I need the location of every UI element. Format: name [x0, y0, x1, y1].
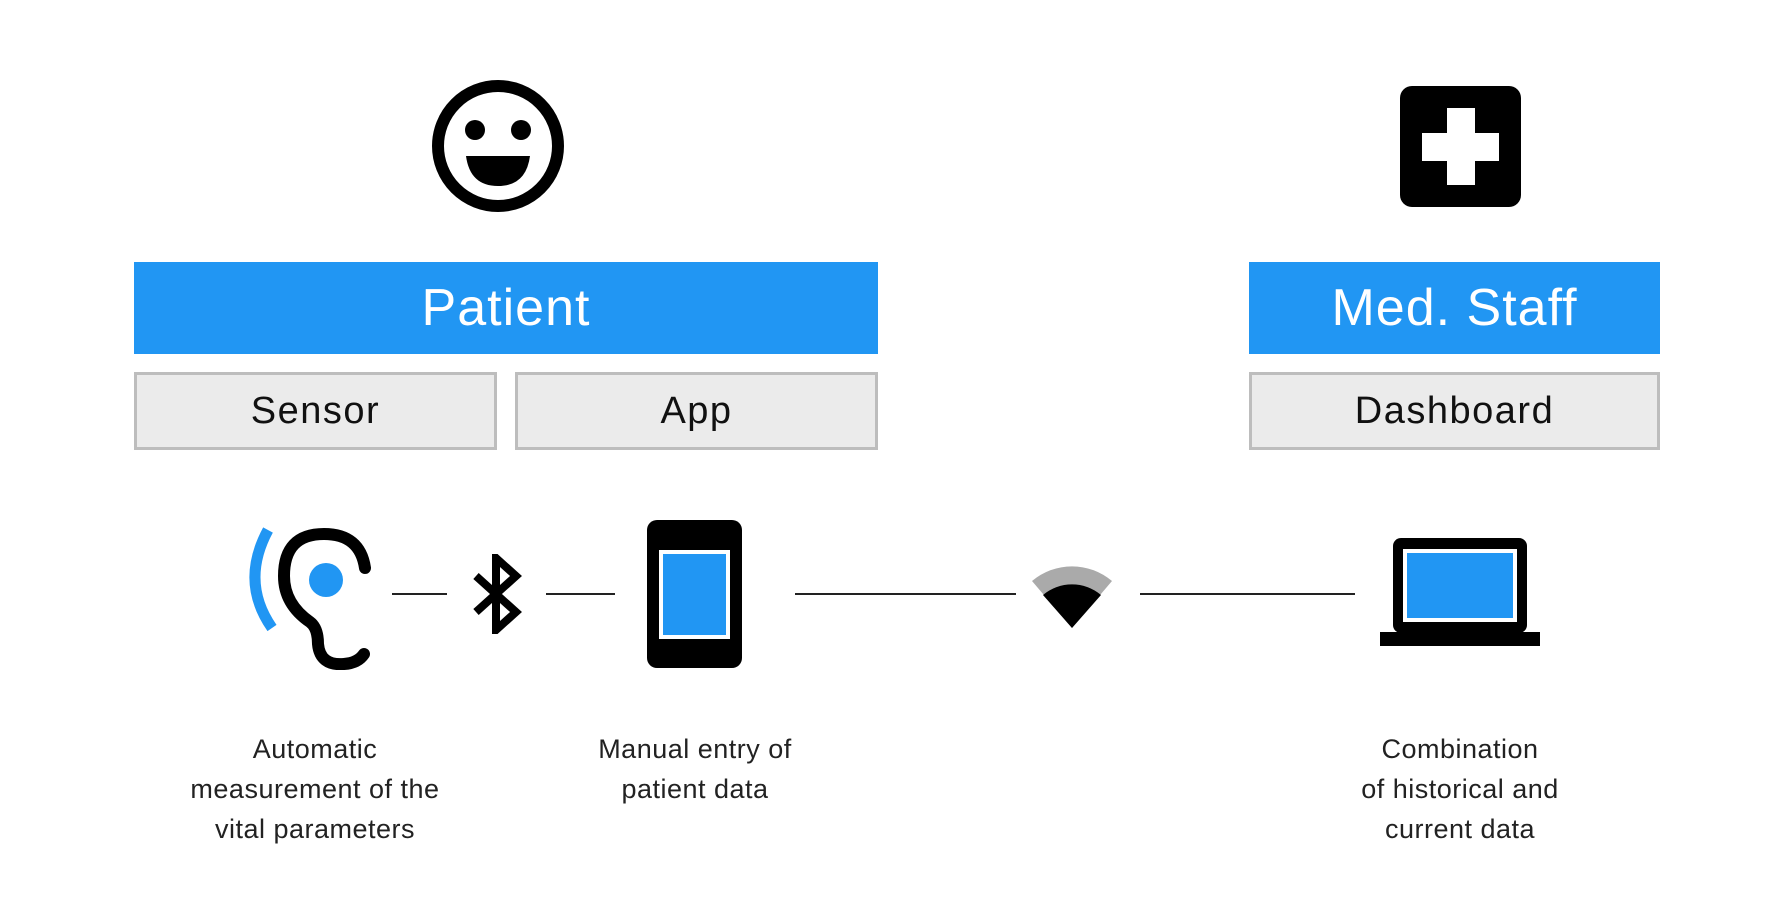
- sensor-label: Sensor: [250, 389, 381, 432]
- app-label: App: [660, 389, 733, 432]
- dashboard-caption-line: Combination: [1381, 734, 1539, 764]
- sensor-caption-line: measurement of the: [190, 774, 440, 804]
- bluetooth-icon: [470, 554, 526, 634]
- wifi-icon: [1032, 560, 1112, 630]
- app-caption: Manual entry of patient data: [515, 729, 875, 809]
- bluetooth-app-connector: [546, 593, 615, 595]
- patient-label: Patient: [421, 279, 591, 337]
- app-wifi-connector: [795, 593, 1016, 595]
- sensor-caption-line: vital parameters: [214, 814, 416, 844]
- patient-role-bar: Patient: [134, 262, 878, 354]
- ear-sensor-icon: [248, 524, 378, 670]
- wifi-dashboard-connector: [1140, 593, 1355, 595]
- laptop-icon: [1380, 538, 1540, 646]
- sensor-caption-line: Automatic: [252, 734, 378, 764]
- app-caption-line: patient data: [621, 774, 769, 804]
- dashboard-caption-line: of historical and: [1361, 774, 1559, 804]
- smiley-face-icon: [430, 78, 566, 214]
- medical-cross-icon: [1400, 86, 1521, 207]
- med-staff-label: Med. Staff: [1331, 279, 1578, 337]
- med-staff-role-bar: Med. Staff: [1249, 262, 1660, 354]
- dashboard-label: Dashboard: [1354, 389, 1555, 432]
- smartphone-icon: [647, 520, 742, 668]
- dashboard-caption-line: current data: [1384, 814, 1536, 844]
- app-box: App: [515, 372, 878, 450]
- sensor-box: Sensor: [134, 372, 497, 450]
- app-caption-line: Manual entry of: [598, 734, 792, 764]
- dashboard-box: Dashboard: [1249, 372, 1660, 450]
- sensor-bluetooth-connector: [392, 593, 447, 595]
- dashboard-caption: Combination of historical and current da…: [1280, 729, 1640, 849]
- sensor-caption: Automatic measurement of the vital param…: [135, 729, 495, 849]
